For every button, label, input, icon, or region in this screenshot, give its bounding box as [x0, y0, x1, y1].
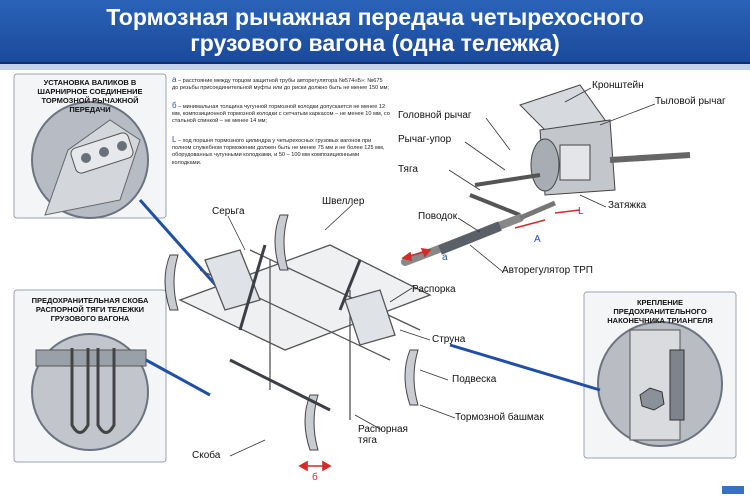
label-shveller: Швеллер — [322, 196, 365, 207]
note-a-symbol: а — [172, 75, 177, 84]
label-avtoregulyator: Авторегулятор ТРП — [502, 265, 593, 276]
title-stripe — [0, 64, 750, 70]
mark-a: а — [442, 252, 448, 263]
triangle-tip-bolt — [669, 349, 685, 421]
inset-title-bottom-left: ПРЕДОХРАНИТЕЛЬНАЯ СКОБА РАСПОРНОЙ ТЯГИ Т… — [31, 296, 149, 323]
note-b-symbol: б — [172, 101, 177, 110]
page-title: Тормозная рычажная передача четырехосног… — [0, 4, 750, 56]
label-skoba: Скоба — [192, 450, 221, 461]
bracket-detail-rod — [35, 349, 147, 367]
label-raspornaya: Распорная тяга — [358, 424, 408, 446]
note-a-text: – расстояние между торцом защитной трубы… — [172, 78, 389, 92]
bogie-frame — [178, 244, 432, 420]
pointer-line-bracket — [145, 358, 211, 397]
label-povodok: Поводок — [418, 211, 458, 222]
inset-title-right: КРЕПЛЕНИЕ ПРЕДОХРАНИТЕЛЬНОГО НАКОНЕЧНИКА… — [607, 298, 713, 325]
pin-hole-3 — [117, 141, 127, 151]
label-golovnoy: Головной рычаг — [398, 110, 472, 121]
label-tormoznoy-bashmak: Тормозной башмак — [455, 412, 544, 423]
levers — [229, 244, 362, 412]
bracket-detail-loop-1 — [70, 348, 90, 434]
pin-hole-2 — [99, 147, 109, 157]
title-banner: Тормозная рычажная передача четырехосног… — [0, 0, 750, 64]
note-l: L – ход поршня тормозного цилиндра у чет… — [172, 136, 390, 167]
label-kronshtein: Кронштейн — [592, 80, 644, 91]
label-tyaga: Тяга — [398, 164, 418, 175]
corner-tag — [722, 486, 744, 494]
note-b: б – минимальная толщина чугунной тормозн… — [172, 102, 390, 126]
label-serga: Серьга — [212, 206, 245, 217]
bracket-detail-loop-2 — [96, 348, 116, 434]
brake-shoes — [164, 214, 419, 451]
label-rasporka: Распорка — [412, 284, 456, 295]
note-b-text: – минимальная толщина чугунной тормозной… — [172, 104, 390, 125]
inset-title-top-left: УСТАНОВКА ВАЛИКОВ В ШАРНИРНОЕ СОЕДИНЕНИЕ… — [37, 78, 143, 114]
note-l-symbol: L — [172, 135, 177, 144]
pointer-line-pins — [138, 199, 222, 291]
mark-L: L — [578, 206, 584, 217]
note-a: а – расстояние между торцом защитной тру… — [172, 76, 390, 92]
label-podveska: Подвеска — [452, 374, 497, 385]
label-zatyazhka: Затяжка — [608, 200, 647, 211]
pin-hole-1 — [81, 153, 91, 163]
note-l-text: – ход поршня тормозного цилиндра у четыр… — [172, 138, 385, 166]
title-line-2: грузового вагона (одна тележка) — [190, 30, 560, 56]
mark-b: б — [312, 472, 318, 483]
brake-cylinder-assembly — [469, 84, 691, 217]
leader-lines — [227, 87, 656, 457]
label-struna: Струна — [432, 334, 466, 345]
label-rychag-upor: Рычаг-упор — [398, 134, 452, 145]
triangle-tip-nut — [639, 387, 665, 411]
label-tylovoy: Тыловой рычаг — [655, 96, 726, 107]
mark-A: A — [534, 234, 541, 245]
pointer-line-triangle-tip — [449, 343, 601, 392]
dimension-marks — [298, 209, 581, 472]
title-line-1: Тормозная рычажная передача четырехосног… — [106, 4, 644, 30]
